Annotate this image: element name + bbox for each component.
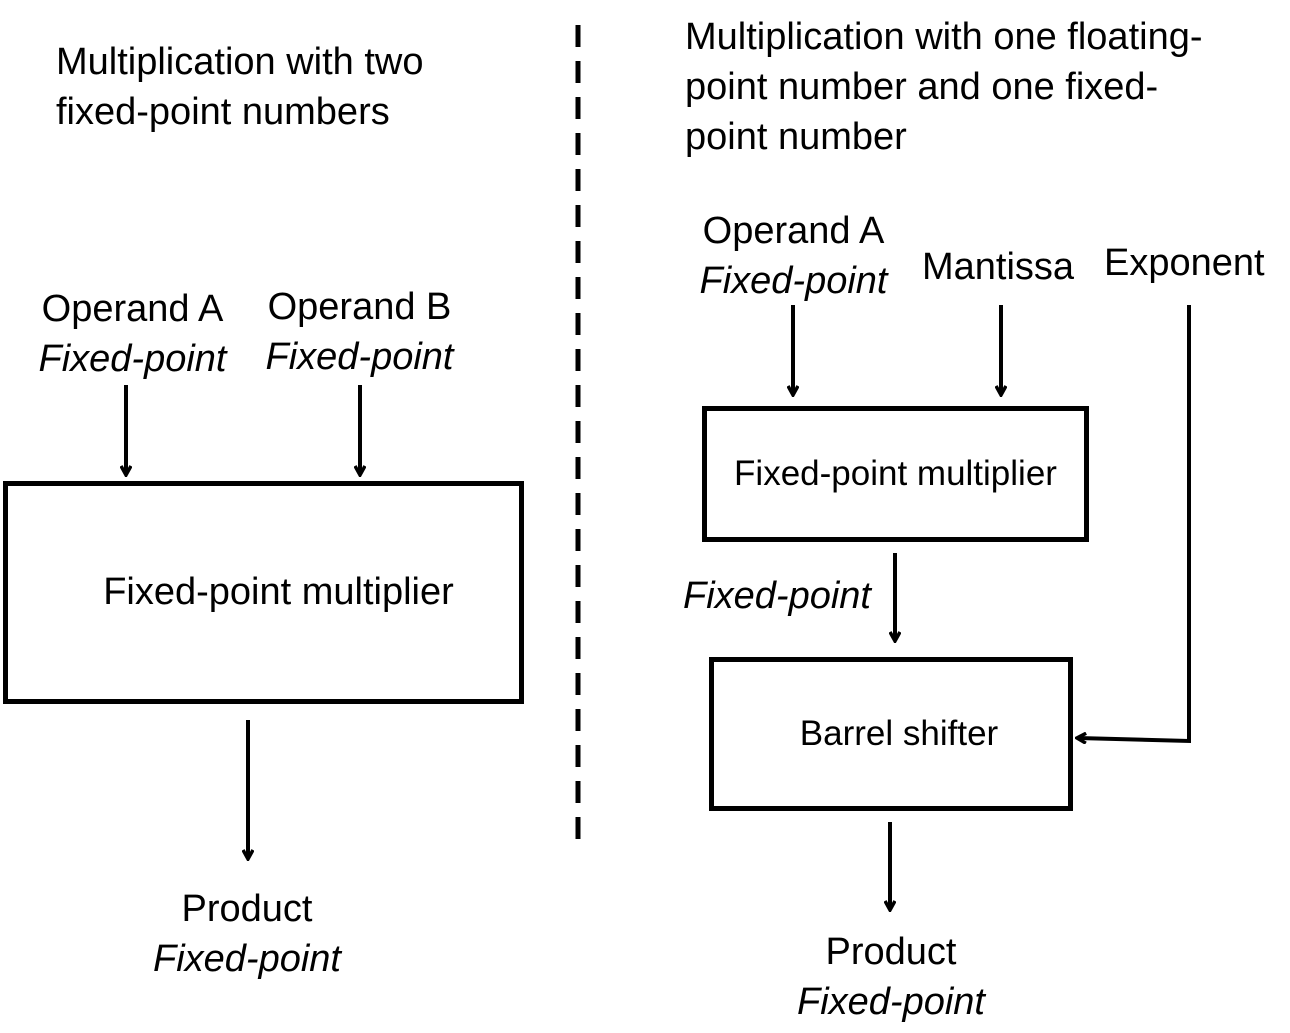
right-operand-a-type: Fixed-point — [699, 260, 888, 302]
arrow-right-exponent — [1078, 305, 1191, 741]
right-exponent-label: Exponent — [1104, 242, 1265, 284]
right-title-line2: point number and one fixed- — [685, 66, 1159, 108]
left-product-type: Fixed-point — [153, 938, 341, 980]
right-title-line3: point number — [685, 116, 907, 158]
right-multiplier-box: Fixed-point multiplier — [702, 406, 1089, 542]
right-mantissa-label: Mantissa — [922, 246, 1075, 288]
left-title-line2: fixed-point numbers — [56, 91, 390, 133]
right-product-type: Fixed-point — [797, 981, 985, 1023]
right-intermediate-label: Fixed-point — [683, 575, 871, 617]
left-operand-a-name: Operand A — [41, 288, 224, 330]
right-multiplier-label: Fixed-point multiplier — [734, 454, 1057, 493]
left-title-line1: Multiplication with two — [56, 41, 424, 83]
barrel-shifter-label: Barrel shifter — [799, 714, 999, 753]
right-product-name: Product — [825, 931, 957, 973]
left-operand-a-type: Fixed-point — [38, 338, 227, 380]
left-multiplier-box: Fixed-point multiplier — [3, 481, 524, 704]
left-product-name: Product — [181, 888, 313, 930]
right-operand-a-name: Operand A — [702, 210, 885, 252]
left-operand-b-type: Fixed-point — [265, 336, 454, 378]
left-operand-b-name: Operand B — [267, 286, 452, 328]
left-multiplier-label: Fixed-point multiplier — [103, 571, 454, 613]
barrel-shifter-box: Barrel shifter — [709, 657, 1073, 811]
right-title-line1: Multiplication with one floating- — [685, 16, 1203, 58]
